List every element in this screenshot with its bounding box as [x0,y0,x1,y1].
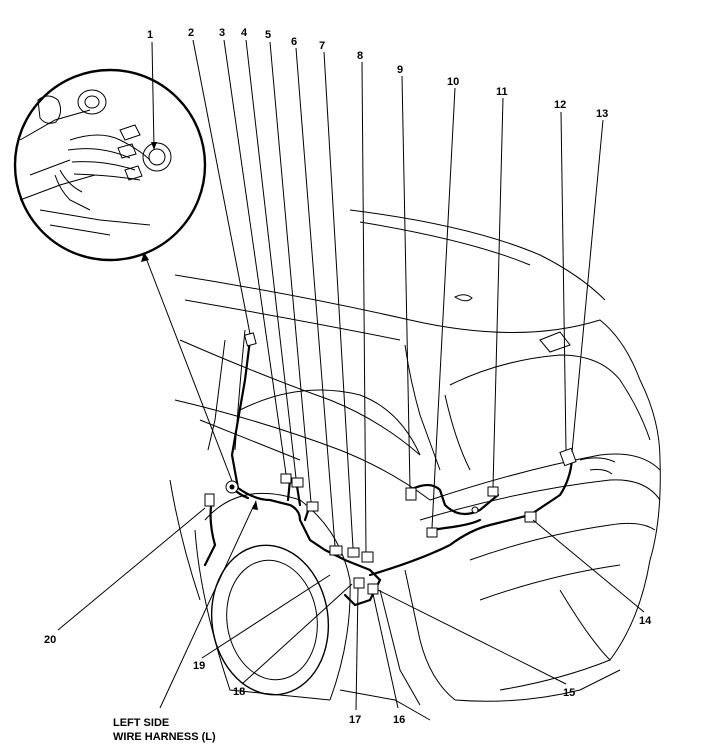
leader-13 [571,119,604,453]
leader-14 [532,519,645,613]
callout-14: 14 [639,615,652,627]
callout-10: 10 [447,76,459,88]
callout-1: 1 [147,29,153,41]
callout-11: 11 [496,86,508,98]
callout-9: 9 [397,64,403,76]
leader-12 [560,111,567,451]
leader-19 [201,574,331,659]
callout-5: 5 [265,29,271,41]
harness-caption: LEFT SIDE WIRE HARNESS (L) [113,717,216,743]
leader-3 [223,39,287,475]
leader-6 [295,47,336,547]
callout-6: 6 [291,36,297,48]
leader-1 [151,41,155,149]
leader-5 [269,41,312,503]
leader-15 [377,589,567,685]
leader-11 [492,97,504,488]
leader-20 [57,507,206,631]
callout-3: 3 [219,27,225,39]
callout-16: 16 [393,714,405,726]
leader-detail [145,257,233,482]
leader-9 [401,75,411,489]
callout-7: 7 [319,40,325,52]
leader-7 [323,51,354,549]
leader-10 [431,87,456,529]
callout-labels: 1 2 3 4 5 6 7 8 9 10 11 12 13 14 15 16 1… [44,27,652,726]
leader-17 [355,587,359,711]
callout-17: 17 [349,714,361,726]
caption-line-1: LEFT SIDE [113,717,169,729]
leader-16 [372,593,399,709]
leader-4 [245,39,297,479]
vehicle-outline [169,209,661,721]
detail-magnifier [13,68,207,262]
callout-18: 18 [233,686,245,698]
callout-13: 13 [596,108,608,120]
caption-line-2: WIRE HARNESS (L) [113,731,216,743]
callout-15: 15 [563,687,575,699]
connectors [204,332,577,595]
callout-2: 2 [188,27,194,39]
leader-8 [361,61,367,553]
leader-2 [192,39,251,335]
leader-lines [57,39,645,711]
wire-harness-route [203,338,574,607]
callout-20: 20 [44,634,56,646]
callout-4: 4 [241,27,248,39]
leader-harness [159,504,255,709]
leader-18 [241,583,353,685]
callout-12: 12 [554,99,566,111]
callout-8: 8 [357,50,363,62]
callout-19: 19 [193,660,205,672]
